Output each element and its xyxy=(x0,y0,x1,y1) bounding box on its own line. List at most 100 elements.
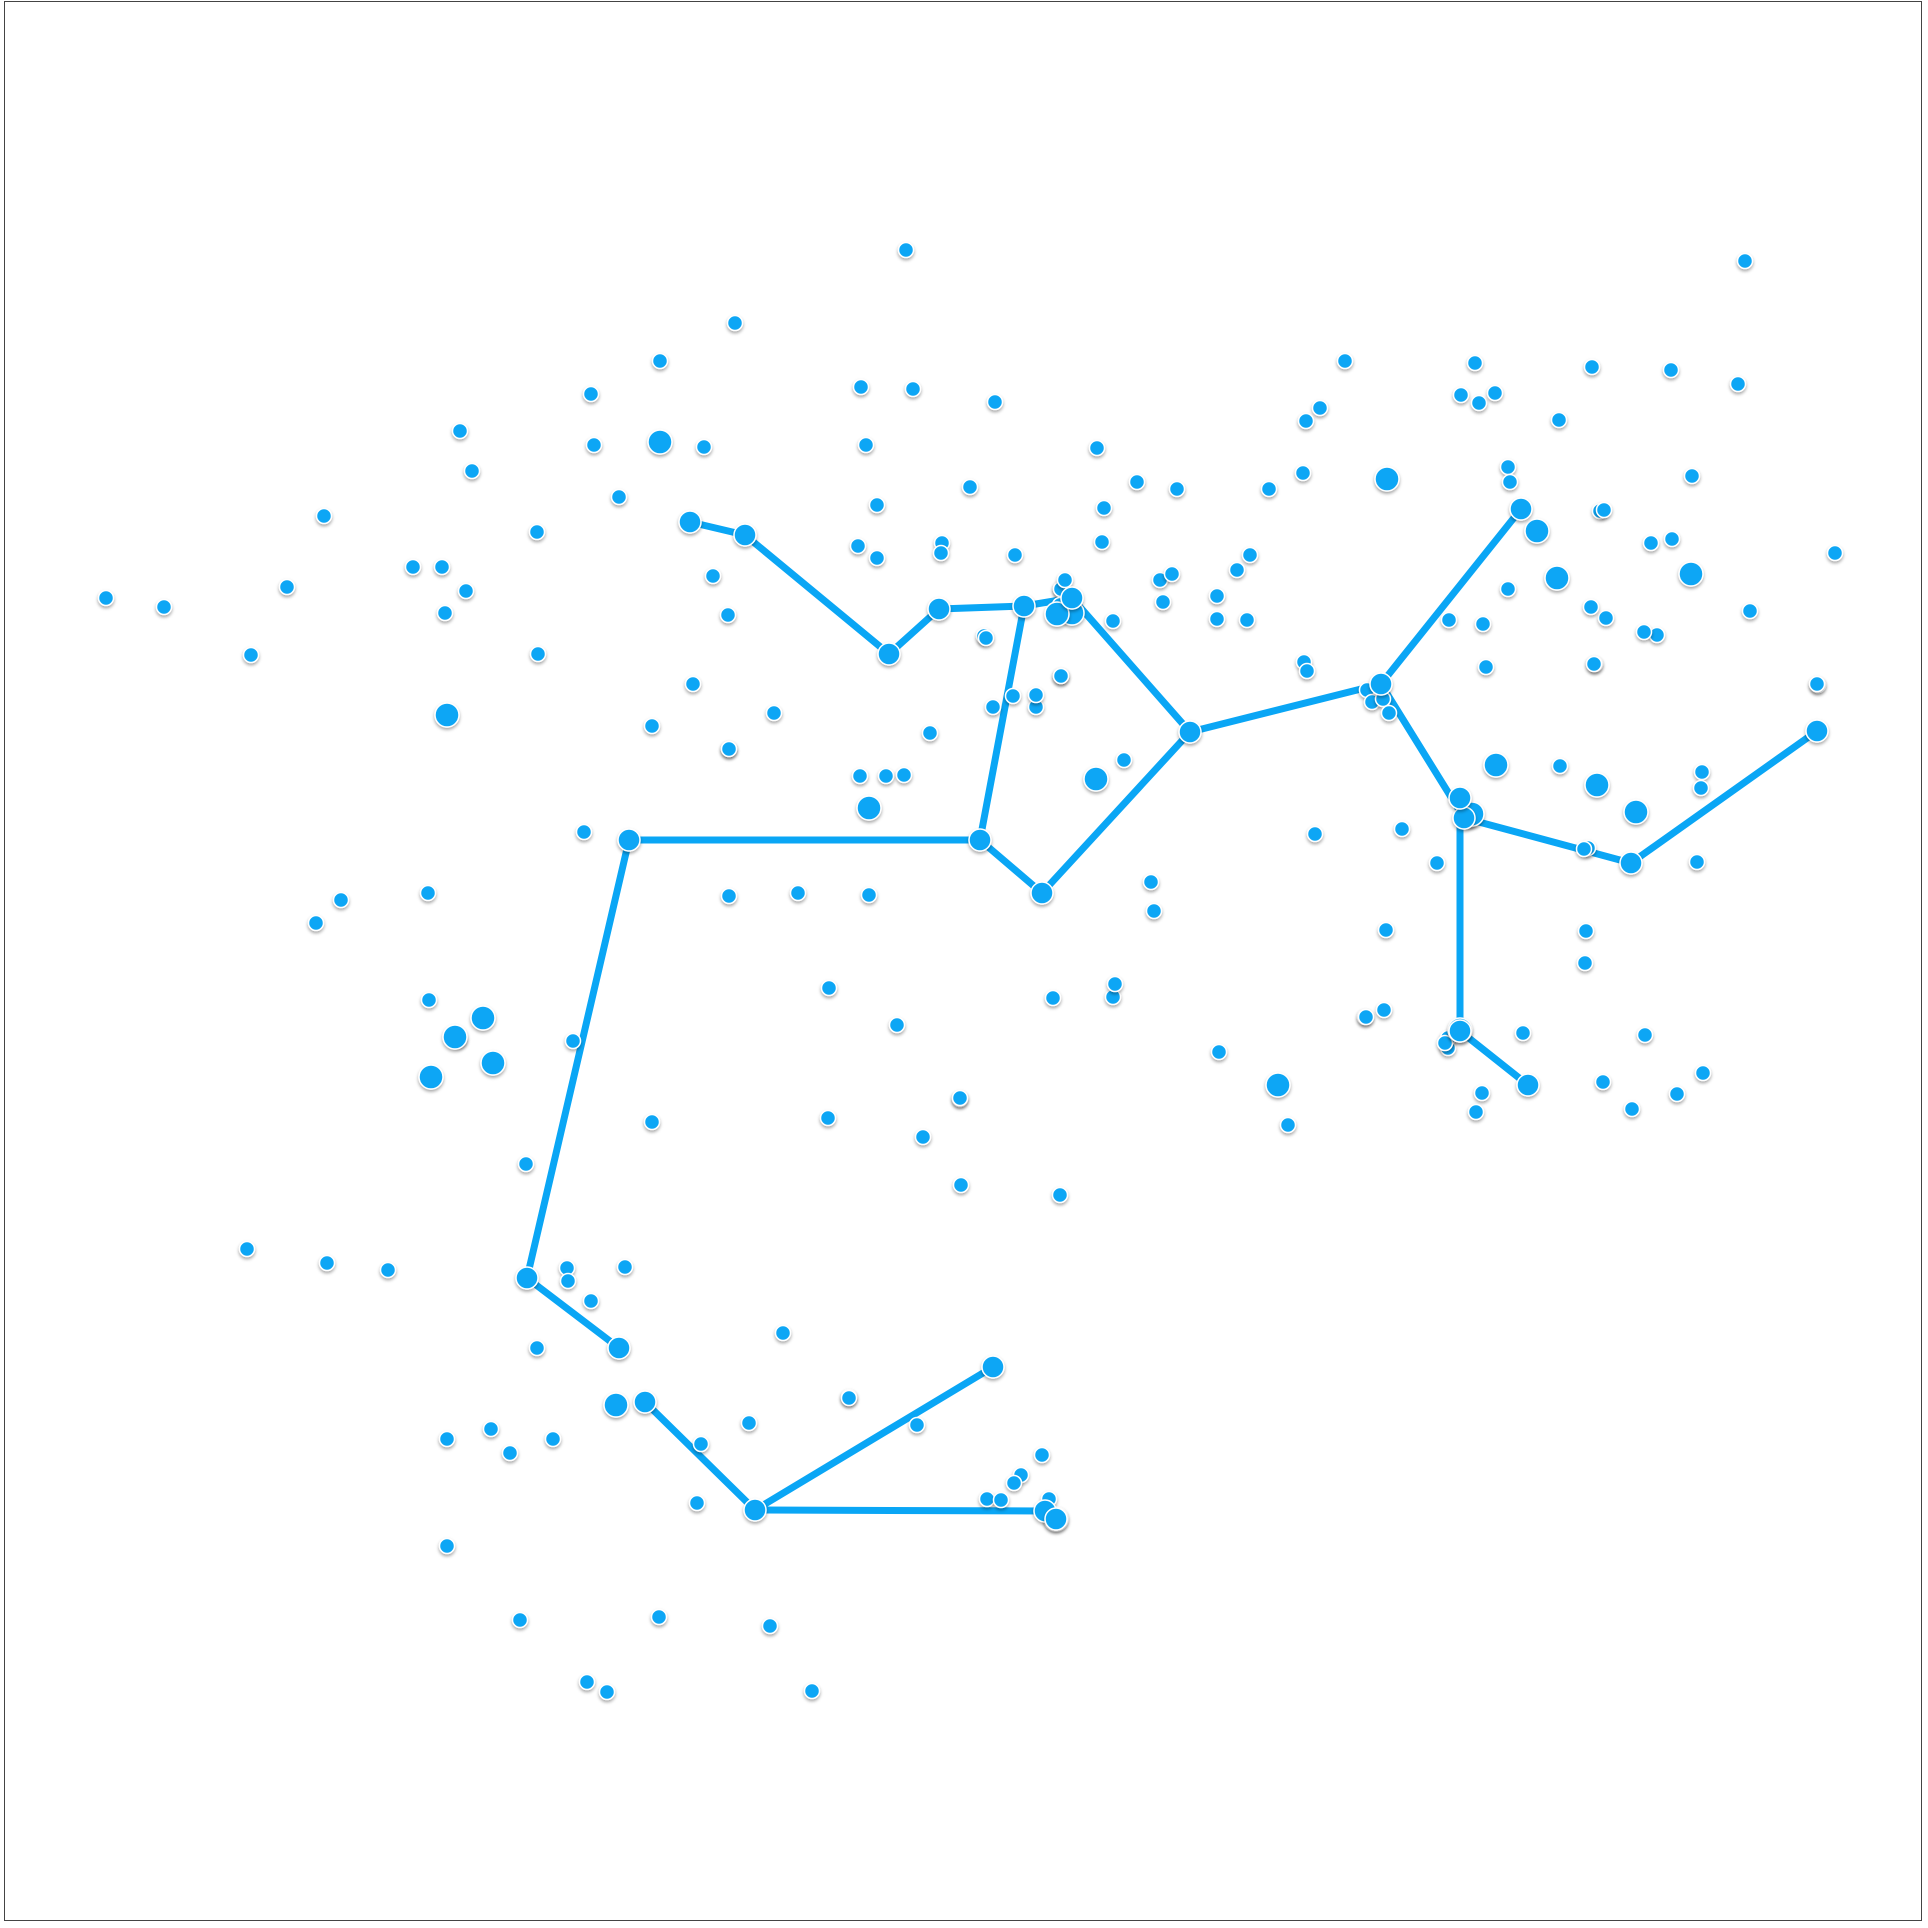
constellation-star-24 xyxy=(1044,1507,1068,1531)
background-star-127 xyxy=(1693,763,1711,781)
background-star-173 xyxy=(774,1324,792,1342)
constellation-line-20 xyxy=(641,1398,759,1514)
constellation-star-1 xyxy=(733,523,757,547)
background-star-170 xyxy=(482,1420,500,1438)
background-star-30 xyxy=(1501,473,1519,491)
background-star-11 xyxy=(1311,399,1329,417)
background-star-186 xyxy=(761,1617,779,1635)
constellation-line-16 xyxy=(1038,728,1194,897)
background-star-68 xyxy=(1582,598,1600,616)
diagram-frame xyxy=(4,1,1922,1921)
constellation-star-14 xyxy=(1516,1073,1540,1097)
bright-star-6 xyxy=(856,795,882,821)
background-star-33 xyxy=(1683,467,1701,485)
background-star-107 xyxy=(984,698,1002,716)
background-star-183 xyxy=(438,1537,456,1555)
background-star-123 xyxy=(1636,1026,1654,1044)
background-star-66 xyxy=(1597,609,1615,627)
constellation-line-18 xyxy=(523,836,633,1282)
bright-star-12 xyxy=(470,1005,496,1031)
background-star-10 xyxy=(1486,384,1504,402)
constellation-star-0 xyxy=(678,510,702,534)
background-star-140 xyxy=(789,884,807,902)
background-star-38 xyxy=(1642,534,1660,552)
bright-star-0 xyxy=(647,429,673,455)
bright-star-14 xyxy=(480,1050,506,1076)
background-star-111 xyxy=(1393,820,1411,838)
background-star-63 xyxy=(1635,623,1653,641)
background-star-137 xyxy=(1575,840,1593,858)
background-star-81 xyxy=(528,523,546,541)
background-star-192 xyxy=(992,1491,1010,1509)
constellation-line-15 xyxy=(976,836,1046,897)
background-star-164 xyxy=(307,914,325,932)
bright-star-1 xyxy=(1374,466,1400,492)
background-star-144 xyxy=(860,886,878,904)
background-star-121 xyxy=(1668,1085,1686,1103)
background-star-14 xyxy=(582,385,600,403)
constellation-line-7 xyxy=(1377,505,1525,688)
constellation-star-21 xyxy=(743,1498,767,1522)
background-star-146 xyxy=(914,1128,932,1146)
background-star-80 xyxy=(457,582,475,600)
background-star-156 xyxy=(616,1258,634,1276)
background-star-142 xyxy=(888,1016,906,1034)
background-star-96 xyxy=(921,724,939,742)
background-star-26 xyxy=(1260,480,1278,498)
constellation-star-5 xyxy=(1060,586,1084,610)
background-star-85 xyxy=(242,646,260,664)
background-star-193 xyxy=(1056,571,1074,589)
constellation-line-14 xyxy=(976,602,1028,844)
background-star-31 xyxy=(1550,411,1568,429)
background-star-79 xyxy=(433,558,451,576)
background-star-83 xyxy=(315,507,333,525)
background-star-122 xyxy=(1694,1064,1712,1082)
background-star-163 xyxy=(419,884,437,902)
background-star-71 xyxy=(1298,662,1316,680)
background-star-125 xyxy=(1577,922,1595,940)
background-star-134 xyxy=(1279,1116,1297,1134)
background-star-34 xyxy=(1826,544,1844,562)
background-star-52 xyxy=(1208,587,1226,605)
background-star-168 xyxy=(379,1261,397,1279)
background-star-138 xyxy=(575,823,593,841)
background-star-15 xyxy=(852,378,870,396)
background-star-149 xyxy=(1106,975,1124,993)
background-star-190 xyxy=(840,1389,858,1407)
background-star-0 xyxy=(897,241,915,259)
background-star-37 xyxy=(1595,501,1613,519)
background-star-113 xyxy=(1377,921,1395,939)
background-star-136 xyxy=(1357,1008,1375,1026)
background-star-47 xyxy=(849,537,867,555)
background-star-53 xyxy=(1241,546,1259,564)
background-star-181 xyxy=(1005,1474,1023,1492)
bright-star-16 xyxy=(1265,1072,1291,1098)
background-star-50 xyxy=(1104,612,1122,630)
background-star-2 xyxy=(1736,252,1754,270)
background-star-126 xyxy=(1688,853,1706,871)
background-star-118 xyxy=(1514,1024,1532,1042)
background-star-40 xyxy=(1741,602,1759,620)
background-star-18 xyxy=(585,436,603,454)
constellation-star-16 xyxy=(1030,881,1054,905)
background-star-6 xyxy=(1662,361,1680,379)
background-star-89 xyxy=(436,604,454,622)
constellation-star-9 xyxy=(1509,497,1533,521)
bright-star-9 xyxy=(1584,772,1610,798)
background-star-178 xyxy=(978,1490,996,1508)
background-star-76 xyxy=(1585,655,1603,673)
background-star-124 xyxy=(1576,954,1594,972)
background-star-175 xyxy=(740,1414,758,1432)
background-star-22 xyxy=(961,478,979,496)
background-star-120 xyxy=(1623,1100,1641,1118)
background-star-185 xyxy=(650,1608,668,1626)
background-star-3 xyxy=(1336,352,1354,370)
background-star-35 xyxy=(463,462,481,480)
constellation-star-8 xyxy=(1452,806,1476,830)
background-star-112 xyxy=(1428,854,1446,872)
background-star-159 xyxy=(517,1155,535,1173)
background-star-27 xyxy=(1294,464,1312,482)
background-star-129 xyxy=(1692,779,1710,797)
background-star-158 xyxy=(582,1292,600,1310)
background-star-4 xyxy=(1466,354,1484,372)
